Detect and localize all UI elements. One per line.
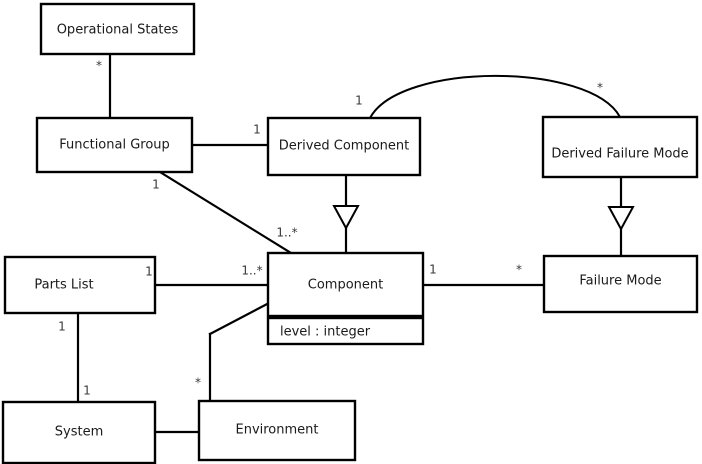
multiplicity-component-failure-mode-near-failure-mode: * — [516, 263, 522, 277]
class-box-functional-group-rect — [35, 116, 194, 174]
class-name-component: Component — [308, 278, 383, 293]
class-box-operational-states[interactable]: Operational States — [39, 2, 196, 56]
class-box-failure-mode-rect — [542, 254, 699, 314]
class-box-derived-failure-mode[interactable]: Derived Failure Mode — [541, 115, 699, 179]
class-box-derived-failure-mode-rect — [541, 115, 699, 179]
class-box-system[interactable]: System — [1, 400, 157, 464]
edge-environment-component-diagonal — [208, 301, 271, 336]
multiplicity-parts-list-component-near-component: 1..* — [241, 264, 262, 278]
generalization-triangle-component — [332, 205, 360, 231]
edge-functional-group-component — [158, 170, 293, 255]
multiplicity-component-failure-mode-near-component: 1 — [429, 263, 437, 277]
class-box-derived-component[interactable]: Derived Component — [266, 116, 422, 177]
edge-derived-component-derived-failure-mode — [369, 74, 621, 119]
class-box-component-attributes-rect — [266, 316, 425, 346]
class-box-system-rect — [1, 400, 157, 464]
multiplicity-parts-list-system-near-system: 1 — [83, 384, 91, 398]
class-name-failure-mode: Failure Mode — [579, 274, 661, 289]
multiplicity-parts-list-component-near-parts-list: 1 — [145, 265, 153, 279]
class-box-parts-list[interactable]: Parts List — [3, 255, 157, 315]
class-box-environment-rect — [197, 399, 357, 462]
class-name-environment: Environment — [235, 423, 318, 438]
class-box-failure-mode[interactable]: Failure Mode — [542, 254, 699, 314]
class-box-environment[interactable]: Environment — [197, 399, 357, 462]
class-name-functional-group: Functional Group — [59, 138, 170, 153]
class-name-system: System — [55, 425, 103, 440]
class-box-functional-group[interactable]: Functional Group — [35, 116, 194, 174]
multiplicity-environment-component-near-environment: * — [195, 376, 201, 390]
class-box-component-rect — [266, 251, 425, 318]
class-name-operational-states: Operational States — [57, 23, 179, 38]
multiplicity-operational-states-functional-group: * — [96, 59, 102, 73]
class-name-derived-component: Derived Component — [279, 139, 410, 154]
multiplicity-parts-list-system-near-parts-list: 1 — [58, 320, 66, 334]
class-box-component[interactable]: Component level : integer — [266, 251, 425, 346]
class-box-derived-component-rect — [266, 116, 422, 177]
class-box-parts-list-rect — [3, 255, 157, 315]
class-box-operational-states-rect — [39, 2, 196, 56]
multiplicity-derived-component-derived-failure-mode-near-derived-component: 1 — [355, 94, 363, 108]
multiplicity-derived-component-derived-failure-mode-near-derived-failure-mode: * — [597, 81, 603, 95]
multiplicity-functional-group-component-near-component: 1..* — [276, 226, 297, 240]
multiplicity-functional-group-component-near-functional-group: 1 — [152, 178, 160, 192]
class-name-derived-failure-mode: Derived Failure Mode — [551, 147, 688, 162]
class-name-parts-list: Parts List — [34, 278, 93, 293]
class-attribute-component-level: level : integer — [280, 325, 371, 340]
generalization-triangle-failure-mode — [607, 206, 635, 232]
multiplicity-functional-group-derived-component: 1 — [253, 123, 261, 137]
